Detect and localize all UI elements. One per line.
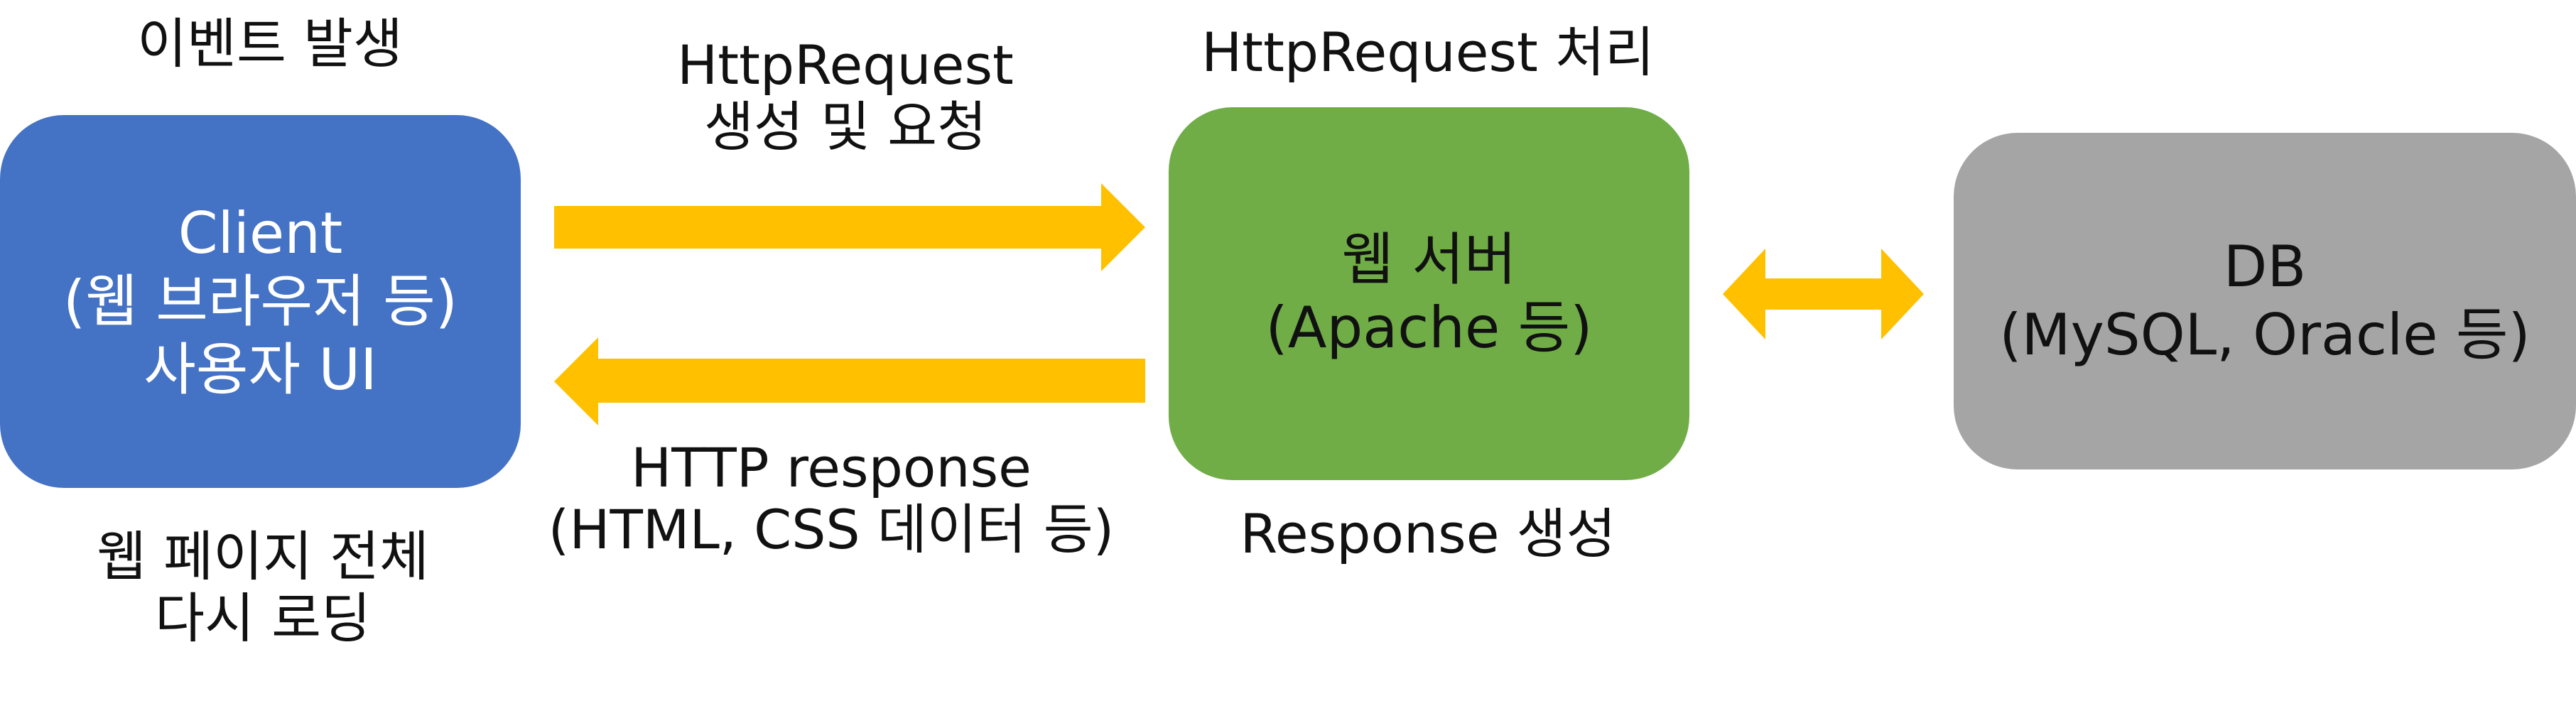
client-detail: 사용자 UI (144, 336, 377, 403)
event-label: 이벤트 발생 (137, 12, 403, 75)
process-label: HttpRequest 처리 (1201, 21, 1655, 84)
response-arrow (554, 337, 1145, 425)
db-title: DB (2223, 234, 2307, 300)
request-label-line2: 생성 및 요청 (704, 95, 987, 159)
web-server-box: 웹 서버 (Apache 등) (1169, 107, 1689, 480)
reload-label-line2: 다시 로딩 (155, 587, 371, 651)
response-label: HTTP response (HTML, CSS 데이터 등) (512, 437, 1151, 561)
response-label-line1: HTTP response (631, 436, 1032, 499)
db-box: DB (MySQL, Oracle 등) (1954, 133, 2576, 469)
request-label-line1: HttpRequest (677, 33, 1014, 97)
web-server-title: 웹 서버 (1341, 226, 1517, 293)
request-label: HttpRequest 생성 및 요청 (625, 34, 1066, 158)
response-create-label: Response 생성 (1240, 502, 1616, 565)
client-title: Client (178, 200, 343, 266)
client-subtitle: (웹 브라우저 등) (63, 268, 458, 335)
response-label-line2: (HTML, CSS 데이터 등) (548, 498, 1115, 562)
web-server-subtitle: (Apache 등) (1265, 294, 1593, 361)
request-arrow (554, 183, 1145, 271)
client-box: Client (웹 브라우저 등) 사용자 UI (0, 115, 521, 488)
db-double-arrow (1723, 249, 1924, 339)
db-subtitle: (MySQL, Oracle 등) (1999, 302, 2531, 368)
reload-label-line1: 웹 페이지 전체 (97, 525, 429, 588)
reload-label: 웹 페이지 전체 다시 로딩 (28, 526, 497, 650)
